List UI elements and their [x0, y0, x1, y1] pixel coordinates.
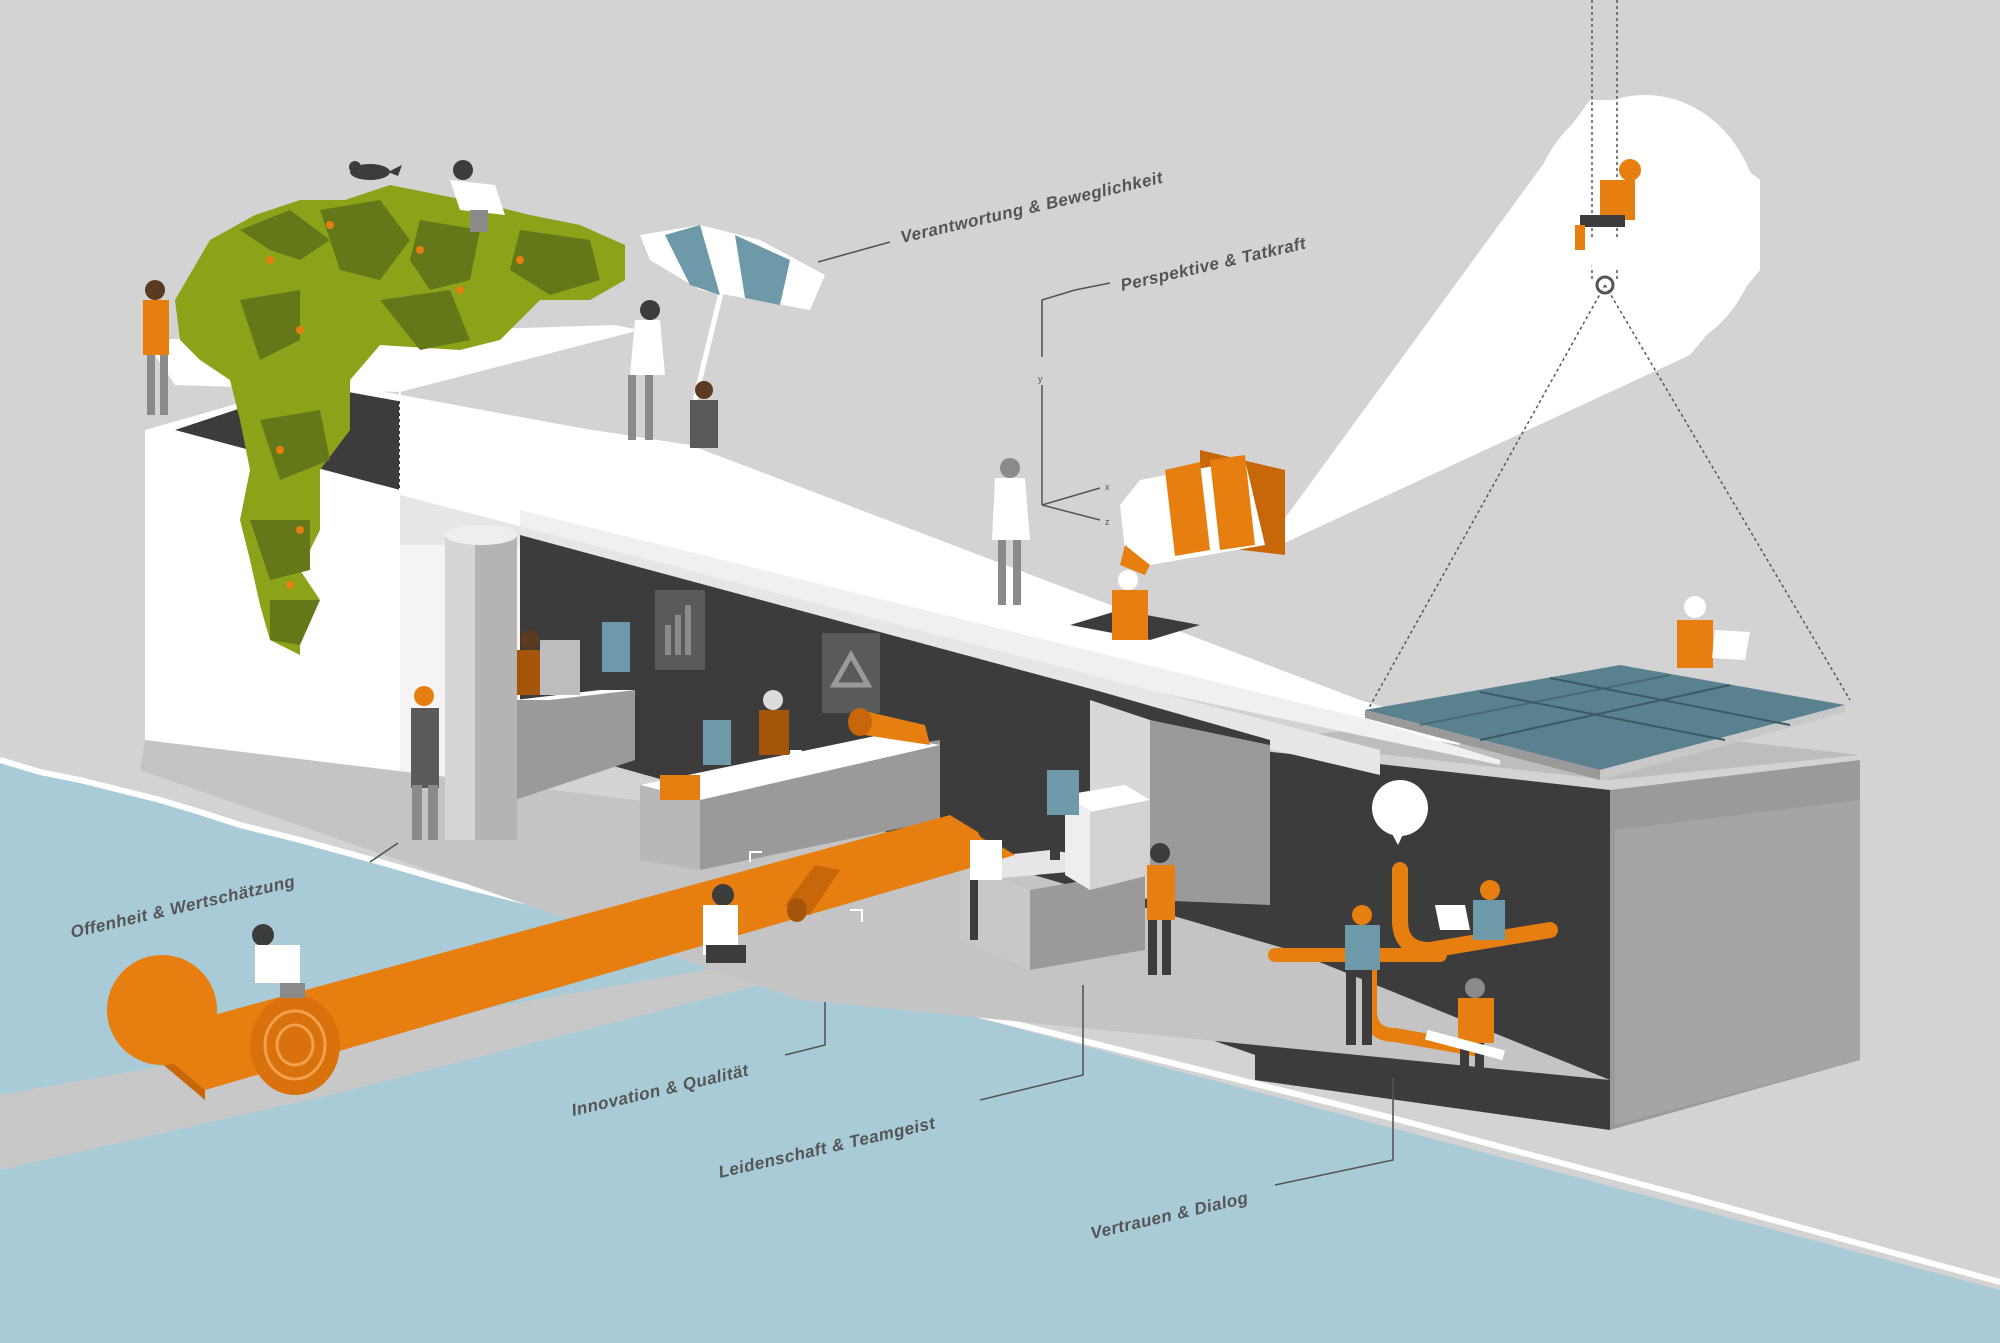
leader-lines: [369, 241, 1394, 1186]
column: [445, 525, 517, 840]
bar-chart-icon: [655, 590, 705, 670]
person-pipe-1: [1345, 905, 1380, 1045]
solar-panel: [1365, 665, 1845, 780]
person-pipe-laptop: [1435, 880, 1505, 940]
recycle-icon: [822, 633, 880, 713]
small-roll-2: [785, 865, 840, 922]
axis-z-label: z: [1105, 517, 1110, 527]
water: [0, 757, 2000, 1343]
person-cube-1: [1047, 750, 1079, 860]
crane-hook-icon: [1364, 0, 1851, 716]
person-in-hole: [1112, 570, 1148, 640]
umbrella-icon: [640, 225, 825, 401]
blocks: [790, 748, 832, 765]
person-carpet-mid: [970, 820, 1002, 940]
person-tree-top: [450, 160, 505, 232]
ground-strip: [0, 960, 760, 1170]
laptop-icon: [1712, 630, 1750, 660]
axis-y-label: y: [1038, 374, 1043, 384]
viewfinder: [749, 851, 863, 922]
middle-blocks: [960, 700, 1270, 970]
person-scientist: [992, 458, 1030, 605]
axis-gizmo: y x z: [1038, 374, 1110, 527]
people: [143, 159, 1750, 1093]
person-column: [411, 686, 439, 840]
desks: [515, 690, 940, 870]
person-solar-laptop: [1677, 596, 1750, 668]
person-office-3: [703, 700, 731, 765]
person-sitting-roof: [690, 381, 718, 448]
person-cube-2: [1147, 843, 1175, 975]
pipe-rod: [1425, 1029, 1505, 1061]
speech-bubble-icon: [1372, 780, 1428, 845]
person-office-2: [602, 602, 630, 672]
carpet-roll-icon: [107, 815, 1015, 1100]
person-umbrella: [628, 300, 665, 440]
person-roll-carpet: [252, 924, 305, 998]
small-roll-1: [848, 708, 930, 745]
axis-x-label: x: [1105, 482, 1110, 492]
person-vr: [703, 884, 746, 963]
brick: [660, 775, 700, 800]
monitor: [540, 640, 580, 695]
tree-icon: [175, 185, 625, 655]
light-beam-end: [1530, 95, 1760, 355]
person-climber: [1575, 159, 1641, 250]
person-holding-tree: [143, 280, 169, 415]
person-pipe-2: [1458, 978, 1494, 1093]
person-office-4: [759, 690, 789, 755]
traffic-cone-icon: [1120, 450, 1285, 575]
bird-icon: [349, 161, 402, 180]
